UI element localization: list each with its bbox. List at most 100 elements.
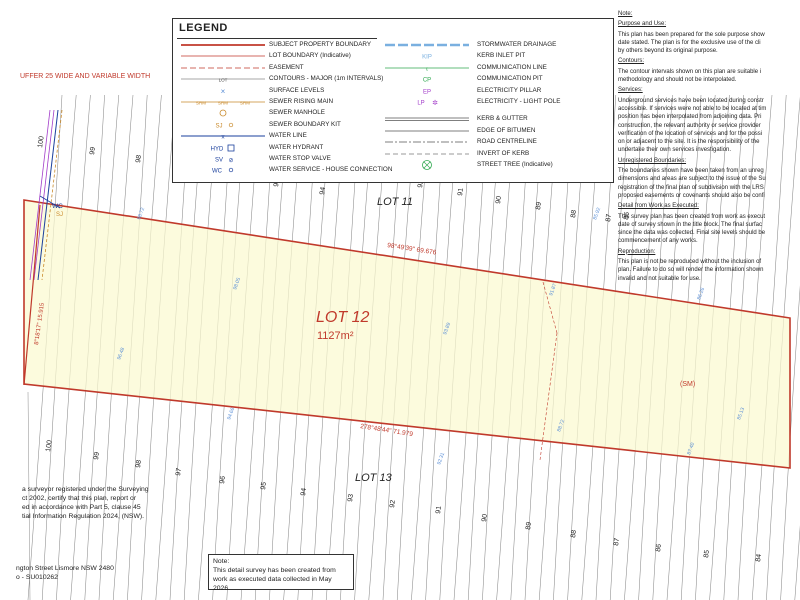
legend-row: LP✲ELECTRICITY - LIGHT POLE bbox=[173, 97, 613, 107]
notes-line: Underground services have been located d… bbox=[618, 97, 764, 104]
surface-level-value: 96.48 bbox=[116, 347, 126, 361]
contour-line bbox=[27, 391, 31, 600]
legend-symbol-cell: SV⊘ bbox=[179, 154, 267, 165]
legend-symbol-cell: c bbox=[383, 63, 471, 73]
legend-label: COMMUNICATION LINE bbox=[477, 63, 547, 71]
contour-value-bottom: 90 bbox=[481, 513, 489, 522]
legend-symbol-cell bbox=[179, 51, 267, 61]
legend-symbol bbox=[181, 67, 265, 69]
contour-value-bottom: 89 bbox=[525, 521, 533, 530]
certification-line: ed in accordance with Part 5, clause 45 bbox=[22, 504, 141, 511]
legend-label: ELECTRICITY PILLAR bbox=[477, 86, 542, 94]
surface-level-value: 98.05 bbox=[232, 277, 242, 291]
notes-line: This plan is not be reproduced without t… bbox=[618, 259, 762, 266]
contour-value-bottom: 85 bbox=[703, 549, 711, 558]
notes-line: invalid and not suitable for use. bbox=[618, 275, 701, 282]
legend-tag: EP bbox=[423, 89, 431, 95]
legend-symbol-cell: WC bbox=[179, 165, 267, 175]
legend-symbol-cell bbox=[383, 137, 471, 147]
water-line bbox=[37, 109, 59, 281]
legend-row: KERB & GUTTER bbox=[173, 114, 613, 124]
services-layer bbox=[23, 109, 558, 600]
notes-line: The boundaries shown have been taken fro… bbox=[618, 168, 764, 175]
legend-symbol: LP✲ bbox=[417, 99, 438, 107]
legend-symbol-cell bbox=[179, 63, 267, 73]
notes-line: since the data was collected. Final site… bbox=[618, 230, 766, 237]
legend-label: KERB INLET PIT bbox=[477, 52, 526, 60]
notes-line: proposed easements or covenants should a… bbox=[618, 192, 765, 199]
legend-symbol: × bbox=[221, 87, 226, 96]
contour-value-top: 88 bbox=[570, 209, 578, 218]
legend-symbol bbox=[385, 130, 469, 132]
notes-line: The contour intervals shown on this plan… bbox=[618, 68, 762, 75]
legend-symbol bbox=[385, 43, 469, 47]
contour-value-top: 86 bbox=[623, 211, 631, 220]
lot-12-parcel[interactable] bbox=[23, 199, 791, 469]
legend-symbol-cell bbox=[179, 108, 267, 118]
legend-label: WATER LINE bbox=[269, 132, 307, 140]
legend-label: COMMUNICATION PIT bbox=[477, 75, 543, 83]
legend-row: SJ SEWER BOUNDARY KIT bbox=[173, 120, 613, 130]
legend-tag: WC bbox=[212, 169, 223, 175]
electric-line bbox=[33, 109, 55, 281]
legend-label: EASEMENT bbox=[269, 63, 304, 71]
surface-level-value: 85.13 bbox=[736, 407, 746, 421]
legend-symbol bbox=[181, 44, 265, 46]
legend-row: INVERT OF KERB bbox=[173, 149, 613, 159]
notes-heading: Reproduction: bbox=[618, 248, 656, 255]
buffer-label: UFFER 25 WIDE AND VARIABLE WIDTH bbox=[20, 73, 150, 80]
notes-line: plan. Failure to do so will render the i… bbox=[618, 267, 764, 274]
contour-value-bottom: 91 bbox=[435, 505, 443, 514]
notes-title: Note: bbox=[618, 11, 633, 17]
note-box-line: This detail survey has been created from bbox=[213, 567, 336, 574]
contour-value-bottom: 96 bbox=[219, 475, 227, 484]
electric-line bbox=[29, 109, 51, 281]
legend-label: EDGE OF BITUMEN bbox=[477, 126, 536, 134]
legend-symbol-cell: HYD bbox=[179, 143, 267, 153]
address-line: ngton Street Lismore NSW 2480 bbox=[16, 565, 114, 572]
notes-line: verification of the location of services… bbox=[618, 130, 763, 137]
legend-row: KIP KERB INLET PIT bbox=[173, 51, 613, 61]
certification-line: tial Information Regulation 2024, (NSW). bbox=[22, 513, 145, 520]
notes-line: by others beyond its original purpose. bbox=[618, 48, 718, 55]
legend-symbol-cell bbox=[383, 149, 471, 159]
legend-label: ROAD CENTRELINE bbox=[477, 138, 537, 146]
surface-level-value: 87.40 bbox=[686, 442, 696, 456]
legend-label: WATER HYDRANT bbox=[269, 143, 324, 151]
west-boundary bbox=[23, 204, 41, 386]
contour-value-bottom: 87 bbox=[613, 537, 621, 546]
note-box-lines: This detail survey has been created from… bbox=[213, 566, 349, 593]
legend-tag: ✲ bbox=[432, 99, 438, 107]
surface-level-value: 86.26 bbox=[696, 287, 706, 301]
legend-label: SEWER BOUNDARY KIT bbox=[269, 120, 341, 128]
notes-line: undertake their own services investigati… bbox=[618, 147, 732, 154]
contour-value-top: 90 bbox=[495, 195, 503, 204]
surface-level-value: 93.89 bbox=[442, 322, 452, 336]
legend-symbol-cell: SJ bbox=[179, 120, 267, 130]
notes-heading: Contours: bbox=[618, 58, 645, 65]
notes-paragraph: Underground services have been located d… bbox=[618, 97, 800, 155]
legend-tag: SJ bbox=[215, 123, 222, 129]
bearing-top: 98°49'39" 69.676 bbox=[387, 241, 438, 257]
legend-symbol bbox=[181, 55, 265, 57]
legend-row: LOT BOUNDARY (Indicative) bbox=[173, 51, 613, 61]
notes-panel: Note: Purpose and Use:This plan has been… bbox=[618, 10, 800, 285]
legend-symbol-cell: EP bbox=[383, 86, 471, 96]
notes-paragraph: This plan has been prepared for the sole… bbox=[618, 31, 800, 56]
contour-value-bottom: 86 bbox=[655, 543, 663, 552]
legend-symbol-cell: LP✲ bbox=[383, 97, 471, 107]
legend-marker bbox=[219, 109, 227, 117]
legend-label: SUBJECT PROPERTY BOUNDARY bbox=[269, 41, 372, 48]
contour-value-top: 89 bbox=[535, 201, 543, 210]
contour-value-top: 87 bbox=[605, 213, 613, 222]
legend-symbol-cell: KIP bbox=[383, 51, 471, 61]
legend-row: SV⊘WATER STOP VALVE bbox=[173, 154, 613, 164]
notes-line: registration of the final plan of subdiv… bbox=[618, 184, 764, 191]
notes-body: Purpose and Use:This plan has been prepa… bbox=[618, 20, 800, 283]
